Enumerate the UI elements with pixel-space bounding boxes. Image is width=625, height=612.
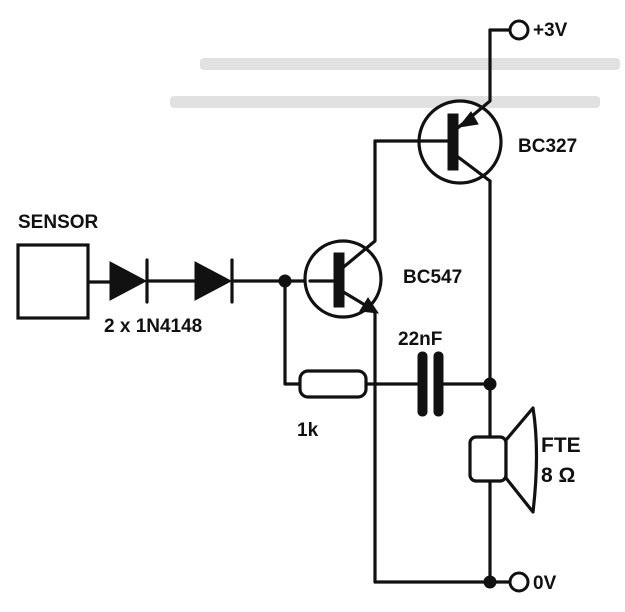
ground-terminal-icon: [508, 571, 530, 593]
background-bleed: [170, 58, 620, 108]
sensor-label: SENSOR: [18, 212, 99, 233]
supply-ground-label: 0V: [533, 573, 557, 594]
supply-positive-label: +3V: [533, 20, 568, 41]
diode-1-icon: [109, 258, 149, 304]
sensor-box: [16, 243, 90, 320]
capacitor-label: 22nF: [398, 329, 442, 350]
speaker-name-label: FTE: [541, 434, 581, 457]
resistor-label: 1k: [297, 420, 319, 441]
resistor-icon: [298, 369, 368, 399]
q1-label: BC547: [403, 267, 462, 288]
junction-ground: [483, 575, 497, 589]
npn-transistor-icon: [303, 139, 383, 584]
junction-output: [483, 377, 497, 391]
wire-base-to-resistor: [283, 279, 302, 386]
q2-label: BC327: [518, 136, 577, 157]
supply-terminal-icon: [508, 19, 530, 41]
speaker-icon: [468, 406, 539, 514]
diode-label: 2 x 1N4148: [104, 316, 202, 337]
diode-2-icon: [194, 258, 234, 304]
pnp-transistor-icon: [373, 28, 503, 185]
capacitor-icon: [417, 351, 444, 417]
speaker-impedance-label: 8 Ω: [541, 464, 575, 487]
